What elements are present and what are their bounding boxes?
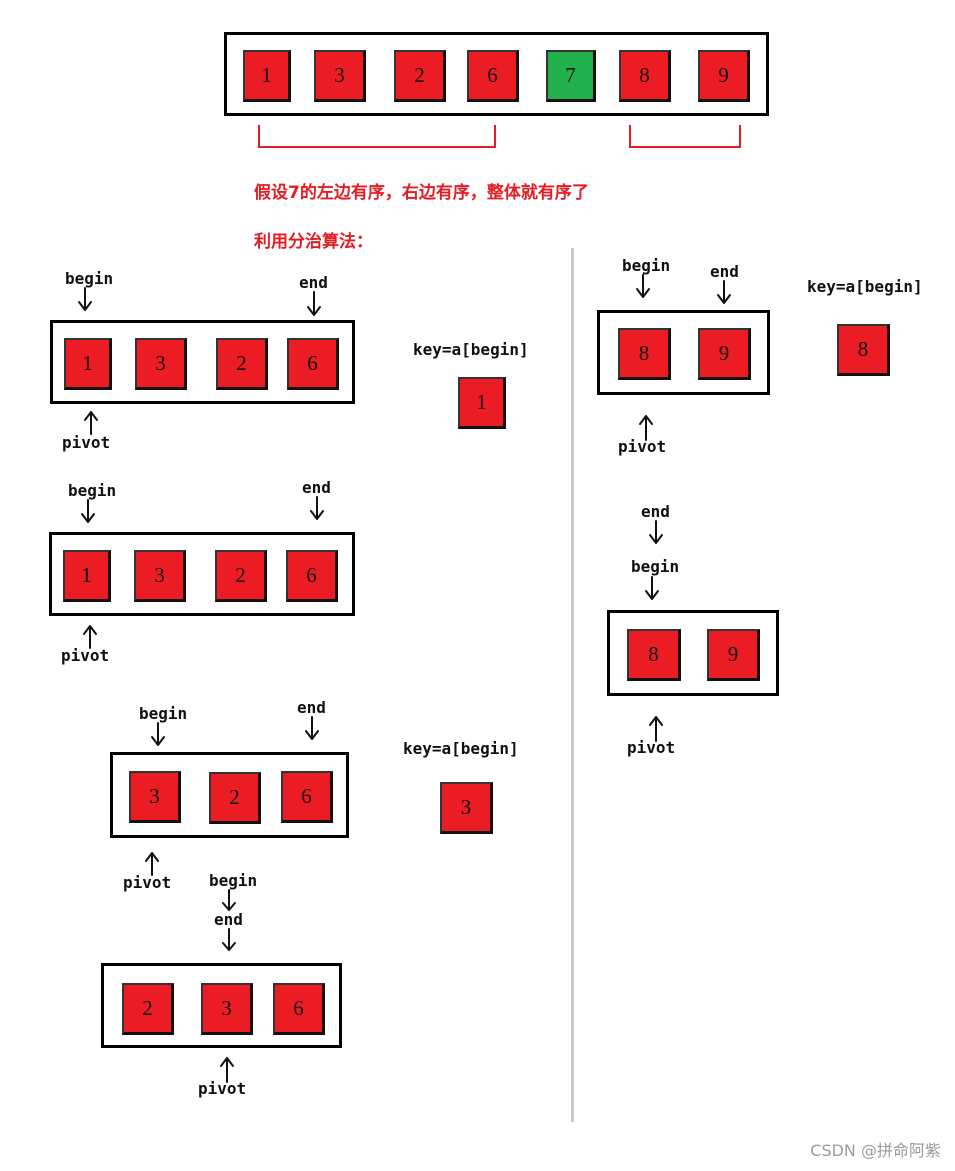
pivot-label: pivot [627,738,676,757]
left-step4-cell-2: 3 [201,983,253,1035]
watermark: CSDN @拼命阿紫 [810,1141,941,1160]
end-label: end [641,502,670,521]
down-arrow-icon [307,291,321,316]
left-step2-cell-3: 2 [215,550,267,602]
left-step1-cell-2: 3 [135,338,187,390]
end-label: end [302,478,331,497]
key-cell: 8 [837,324,890,376]
begin-label: begin [139,704,188,723]
top-cell-7: 9 [698,50,750,102]
right-step2-cell-1: 8 [627,629,681,681]
up-arrow-icon [84,411,98,435]
left-step2-cell-1: 1 [63,550,111,602]
left-step3-cell-2: 2 [209,772,261,824]
down-arrow-icon [649,520,663,544]
begin-label: begin [209,871,258,890]
left-step1-cell-4: 6 [287,338,339,390]
key-cell: 1 [458,377,506,429]
left-step3-cell-3: 6 [281,771,333,823]
end-label: end [297,698,326,717]
down-arrow-icon [81,499,95,523]
down-arrow-icon [222,928,236,951]
pivot-label: pivot [61,646,110,665]
top-cell-6: 8 [619,50,671,102]
end-label: end [214,910,243,929]
left-step1-cell-3: 2 [216,338,268,390]
right-step1-cell-1: 8 [618,328,671,380]
note-line-1: 假设7的左边有序，右边有序，整体就有序了 [254,183,589,203]
pivot-label: pivot [62,433,111,452]
key-label: key=a[begin] [413,340,529,359]
down-arrow-icon [78,287,92,311]
end-label: end [710,262,739,281]
left-step3-cell-1: 3 [129,771,181,823]
left-step4-cell-1: 2 [122,983,174,1035]
end-label: end [299,273,328,292]
left-step4-cell-3: 6 [273,983,325,1035]
down-arrow-icon [717,280,731,304]
up-arrow-icon [83,625,97,649]
top-cell-1: 1 [243,50,291,102]
pivot-label: pivot [618,437,667,456]
top-cell-4: 6 [467,50,519,102]
top-cell-pivot-green: 7 [546,50,596,102]
left-step2-cell-2: 3 [134,550,186,602]
left-step2-cell-4: 6 [286,550,338,602]
note-line-2: 利用分治算法： [254,232,373,252]
key-label: key=a[begin] [807,277,923,296]
begin-label: begin [631,557,680,576]
begin-label: begin [622,256,671,275]
left-step1-cell-1: 1 [64,338,112,390]
begin-label: begin [65,269,114,288]
down-arrow-icon [222,889,236,911]
down-arrow-icon [310,496,324,520]
down-arrow-icon [645,576,659,600]
down-arrow-icon [636,274,650,298]
key-cell: 3 [440,782,493,834]
up-arrow-icon [145,852,159,876]
pivot-label: pivot [123,873,172,892]
left-bracket [258,125,496,148]
pivot-label: pivot [198,1079,247,1098]
down-arrow-icon [151,722,165,746]
down-arrow-icon [305,716,319,740]
begin-label: begin [68,481,117,500]
key-label: key=a[begin] [403,739,519,758]
top-cell-3: 2 [394,50,446,102]
vertical-divider [571,248,574,1122]
right-step2-cell-2: 9 [707,629,760,681]
top-cell-2: 3 [314,50,366,102]
right-step1-cell-2: 9 [698,328,751,380]
right-bracket [629,125,741,148]
